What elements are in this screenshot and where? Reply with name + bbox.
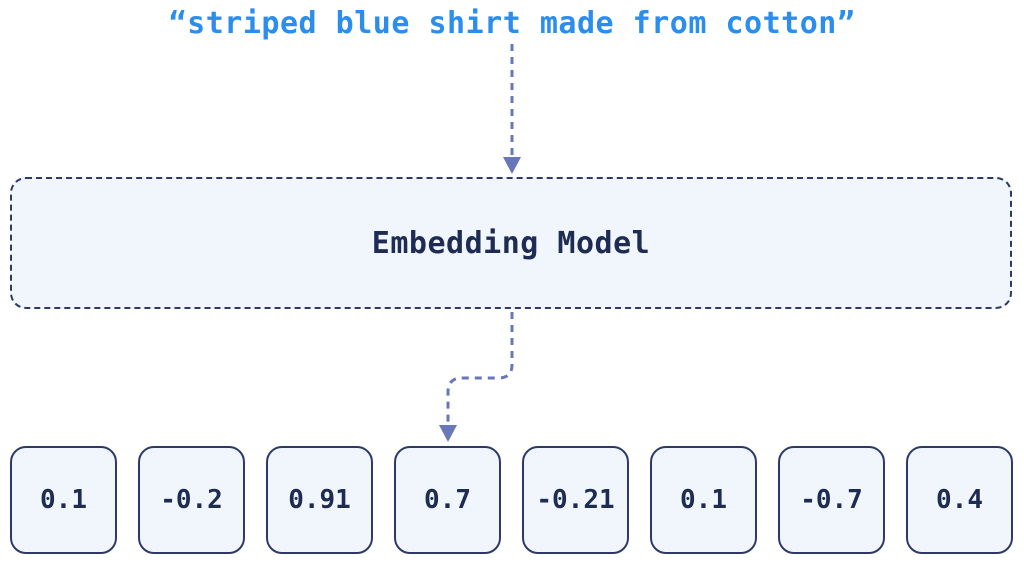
vector-cell: -0.21	[522, 446, 629, 554]
vector-cell: -0.7	[778, 446, 885, 554]
arrowhead-input-to-model	[503, 157, 521, 174]
vector-cell: -0.2	[138, 446, 245, 554]
embedding-model-box: Embedding Model	[10, 177, 1012, 309]
arrow-model-to-vector	[446, 312, 514, 428]
embedding-vector: 0.1 -0.2 0.91 0.7 -0.21 0.1 -0.7 0.4	[10, 446, 1015, 554]
vector-cell: 0.4	[906, 446, 1013, 554]
vector-cell: 0.91	[266, 446, 373, 554]
input-sentence: “striped blue shirt made from cotton”	[168, 6, 856, 41]
vector-cell: 0.7	[394, 446, 501, 554]
vector-cell: 0.1	[10, 446, 117, 554]
arrowhead-model-to-vector	[439, 425, 457, 442]
embedding-model-label: Embedding Model	[371, 225, 651, 261]
vector-cell: 0.1	[650, 446, 757, 554]
